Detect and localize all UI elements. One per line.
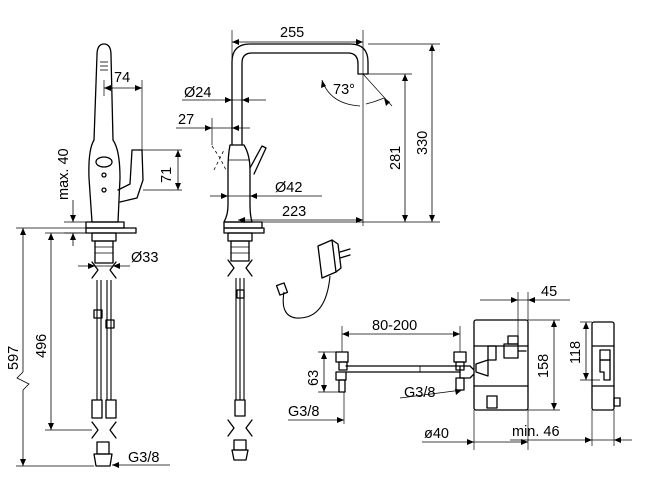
- label-71: 71: [159, 167, 175, 183]
- dimension-71: 71: [142, 149, 182, 191]
- label-27: 27: [178, 112, 194, 128]
- label-g38-left: G3/8: [128, 450, 159, 466]
- label-dia-24: Ø24: [184, 85, 211, 101]
- label-g38-mid: G3/8: [404, 385, 435, 401]
- mixer-side-view: [591, 321, 621, 411]
- dimension-max-40: max. 40: [56, 148, 92, 246]
- label-496: 496: [34, 334, 50, 358]
- label-min-46: min. 46: [512, 424, 560, 440]
- dimension-dia-33: Ø33: [78, 250, 158, 269]
- label-255: 255: [280, 25, 304, 41]
- label-73-deg: 73°: [333, 82, 355, 98]
- label-80-200: 80-200: [372, 318, 417, 334]
- label-118: 118: [568, 341, 584, 364]
- label-223: 223: [282, 204, 306, 220]
- dimension-74: 74: [103, 70, 143, 150]
- label-45: 45: [541, 284, 557, 300]
- dimension-63: 63: [306, 351, 339, 393]
- dimension-255: 255: [231, 25, 364, 74]
- dimension-dia-24: Ø24: [182, 85, 266, 110]
- dimension-min-46: min. 46: [510, 410, 632, 446]
- dimension-45: 45: [480, 284, 570, 336]
- power-supply-adapter: [275, 239, 351, 319]
- dimension-223: 223: [238, 112, 364, 226]
- dimension-158: 158: [528, 319, 560, 411]
- dimension-g38-left: G3/8: [112, 450, 170, 468]
- front-view-faucet: [85, 43, 144, 467]
- dimension-g38-mid: G3/8: [399, 385, 463, 401]
- dimension-281-330: 281 330: [262, 43, 440, 223]
- label-max-40: max. 40: [56, 148, 72, 200]
- dimension-27: 27: [176, 112, 250, 145]
- dimension-73-deg: 73°: [321, 73, 393, 112]
- dimension-dia-42: Ø42: [210, 180, 322, 199]
- dimension-597: 597: [6, 227, 94, 467]
- label-597: 597: [6, 346, 22, 370]
- label-dia-42: Ø42: [275, 180, 302, 196]
- label-dia-40: ø40: [424, 426, 449, 442]
- dimension-dia-40: ø40: [422, 410, 529, 450]
- dimension-118: 118: [568, 321, 600, 381]
- label-74: 74: [114, 70, 130, 86]
- label-158: 158: [536, 354, 552, 378]
- label-dia-33: Ø33: [131, 250, 158, 266]
- label-281: 281: [388, 146, 404, 170]
- dimension-496: 496: [34, 232, 92, 431]
- label-g38-low: G3/8: [288, 404, 319, 420]
- dimension-80-200: 80-200: [341, 318, 461, 352]
- label-63: 63: [306, 370, 322, 386]
- side-view-faucet: [211, 43, 369, 461]
- label-330: 330: [415, 131, 431, 155]
- dimension-g38-low: G3/8: [288, 392, 345, 424]
